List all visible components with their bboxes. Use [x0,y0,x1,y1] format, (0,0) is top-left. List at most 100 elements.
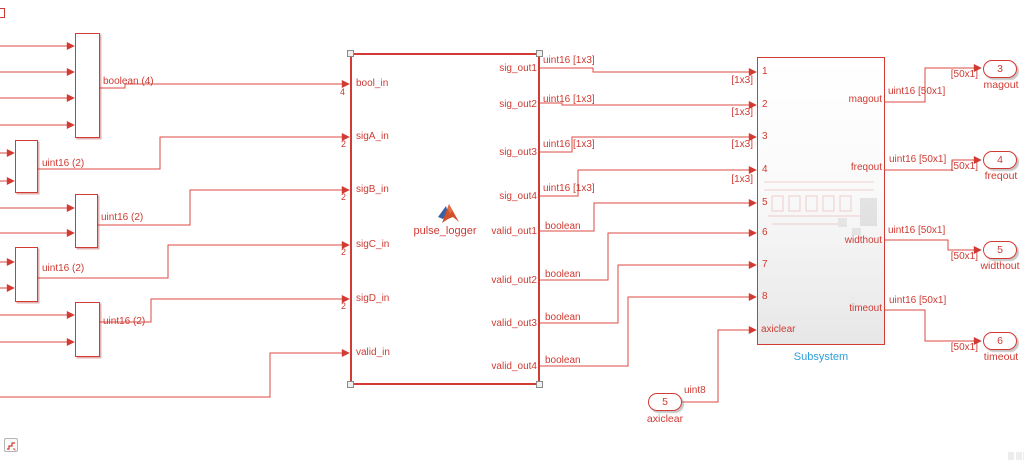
signal-label-boolean: boolean [545,221,581,232]
port-label-sig-out1: sig_out1 [499,63,537,74]
wire-sig-out4[interactable] [540,166,757,197]
wire-axiclear[interactable] [682,326,757,403]
outport-magout[interactable]: 3 [983,60,1017,78]
signal-dim-1x3: [1x3] [731,107,753,118]
signal-label-uint16-50x1: uint16 [50x1] [889,295,947,306]
signal-label-uint16-50x1: uint16 [50x1] [889,154,947,165]
port-label-sigD-in: sigD_in [356,293,390,304]
signal-label-uint16-50x1: uint16 [50x1] [888,225,946,236]
wire-valid-out2[interactable] [540,229,757,281]
outport-name-freqout: freqout [984,170,1018,182]
mux-block-sigB[interactable] [75,194,98,248]
signal-label-boolean: boolean [545,355,581,366]
signal-label-uint16-1x3: uint16 [1x3] [543,94,595,105]
wire-valid-out1[interactable] [540,199,757,232]
wire-valid-out4[interactable] [540,293,757,367]
signal-label-uint16-2: uint16 (2) [101,212,144,223]
content-preview-badge[interactable] [4,438,18,452]
port-label-valid-out3: valid_out3 [491,318,537,329]
matlab-block-title[interactable]: pulse_logger [413,225,477,237]
wire-sig-out3[interactable] [540,133,757,153]
outport-name-widthout: widthout [980,260,1020,272]
port-label-valid-in: valid_in [356,347,390,358]
signal-label-uint16-2: uint16 (2) [42,158,85,169]
signal-dim-1x3: [1x3] [731,174,753,185]
wire-freqout[interactable] [885,156,982,171]
mux-block-boolean[interactable] [75,33,100,138]
matlab-logo-icon [438,204,459,223]
selection-handle[interactable] [347,50,354,57]
signal-label-uint16-50x1: uint16 [50x1] [888,86,946,97]
cutoff-ui-fragment [1008,452,1014,460]
subsystem-port-magout: magout [848,94,882,105]
wire-sigA[interactable] [38,133,350,170]
port-label-sigB-in: sigB_in [356,184,389,195]
port-dim-sigB-in: 2 [341,192,347,202]
signal-dim-50x1: [50x1] [950,342,978,353]
wire-timeout[interactable] [885,309,982,345]
outport-timeout[interactable]: 6 [983,332,1017,350]
selection-handle[interactable] [536,50,543,57]
mux-block-sigC[interactable] [15,247,38,302]
outport-number: 6 [997,335,1003,347]
port-label-sigC-in: sigC_in [356,239,390,250]
wire-sigB[interactable] [98,186,350,226]
mux-block-sigA[interactable] [15,140,38,193]
signal-label-uint16-1x3: uint16 [1x3] [543,139,595,150]
port-dim-sigD-in: 2 [341,301,347,311]
selection-handle[interactable] [536,381,543,388]
wire-sig-out2[interactable] [540,101,757,109]
wire-widthout[interactable] [885,239,982,254]
signal-label-uint16-1x3: uint16 [1x3] [543,55,595,66]
signal-dim-50x1: [50x1] [950,251,978,262]
outport-freqout[interactable]: 4 [983,151,1017,169]
inport-axiclear[interactable]: 5 [648,393,682,411]
selection-handle[interactable] [347,381,354,388]
signal-label-boolean: boolean [545,269,581,280]
signal-label-uint16-2: uint16 (2) [42,263,85,274]
outport-name-magout: magout [983,79,1019,91]
subsystem-port-4: 4 [762,164,768,175]
signal-dim-1x3: [1x3] [731,139,753,150]
subsystem-port-1: 1 [762,66,768,77]
signal-label-uint8: uint8 [684,385,706,396]
offscreen-block-corner[interactable] [0,8,5,18]
wire-sigD[interactable] [100,295,350,323]
wire-valid-in[interactable] [0,349,350,398]
port-label-valid-out4: valid_out4 [491,361,537,372]
subsystem-content-preview [764,181,877,235]
outport-name-timeout: timeout [983,351,1019,363]
cutoff-ui-fragment [1016,452,1022,460]
wire-valid-out3[interactable] [540,261,757,324]
mux-block-sigD[interactable] [75,302,100,357]
wire-sigC[interactable] [38,241,350,279]
port-label-sig-out4: sig_out4 [499,191,537,202]
port-label-valid-out2: valid_out2 [491,275,537,286]
outport-number: 4 [997,154,1003,166]
inport-number: 5 [662,396,668,408]
matlab-function-block[interactable] [347,50,543,388]
outport-number: 5 [997,244,1003,256]
subsystem-port-freqout: freqout [850,162,882,173]
signal-dim-50x1: [50x1] [950,69,978,80]
wire-sig-out1[interactable] [540,67,757,76]
subsystem-block[interactable] [757,57,885,345]
subsystem-title[interactable]: Subsystem [793,351,849,363]
wire-boolean-bus[interactable] [100,80,350,89]
port-dim-sigA-in: 2 [341,139,347,149]
port-label-sig-out2: sig_out2 [499,99,537,110]
inport-name-axiclear: axiclear [646,413,684,425]
outport-widthout[interactable]: 5 [983,241,1017,259]
subsystem-port-3: 3 [762,131,768,142]
signal-label-uint16-2: uint16 (2) [103,316,146,327]
port-label-sig-out3: sig_out3 [499,147,537,158]
signal-dim-1x3: [1x3] [731,75,753,86]
signal-label-uint16-1x3: uint16 [1x3] [543,183,595,194]
signal-dim-50x1: [50x1] [950,161,978,172]
step-signal-icon [7,442,16,451]
subsystem-port-timeout: timeout [849,303,882,314]
subsystem-port-6: 6 [762,227,768,238]
wire-magout[interactable] [885,64,982,103]
